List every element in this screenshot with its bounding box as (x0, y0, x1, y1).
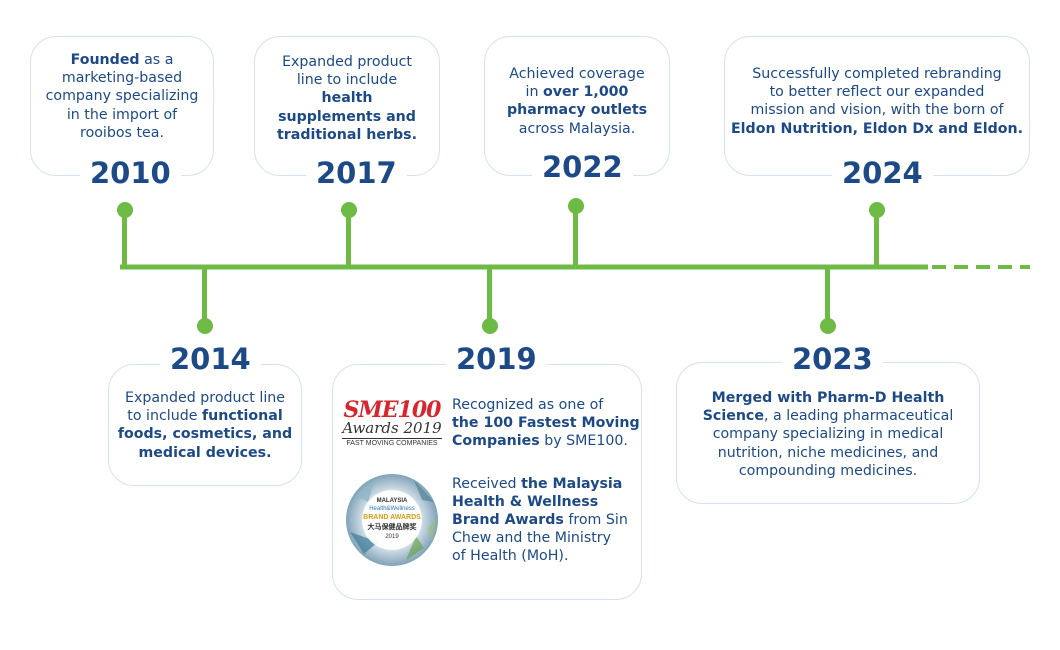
text-segment: the Malaysia (521, 475, 623, 492)
award-badge-icon: MALAYSIA Health&Wellness BRAND AWARDS 大马… (346, 474, 438, 566)
text-segment: mission and vision, with the born of (750, 102, 1004, 119)
text-segment: Received (452, 475, 522, 492)
text-segment: in (525, 84, 543, 101)
text-segment: as a (139, 52, 174, 68)
connector-2024 (874, 210, 879, 267)
text-segment: Science (702, 408, 764, 425)
award-row-sme100: SME100 Awards 2019 FAST MOVING COMPANIES… (342, 396, 640, 451)
text-segment: Achieved coverage (509, 66, 645, 82)
connector-2023 (825, 267, 830, 325)
text-segment: medical devices. (138, 444, 272, 461)
award-row-health-wellness: MALAYSIA Health&Wellness BRAND AWARDS 大马… (342, 472, 628, 568)
sme100-logo-subtitle: Awards 2019 (342, 419, 442, 438)
connector-2017 (346, 210, 351, 267)
text-segment: from Sin (563, 511, 628, 528)
text-segment: Expanded product (282, 54, 412, 70)
connector-2019 (487, 267, 492, 325)
text-segment: traditional herbs. (277, 126, 417, 143)
text-segment: Successfully completed rebranding (752, 66, 1002, 82)
award-logo-line3: BRAND AWARDS (363, 514, 421, 521)
timeline-dot-2010 (117, 202, 133, 218)
text-segment: health (321, 90, 373, 107)
timeline-dot-2023 (820, 318, 836, 334)
text-segment: by SME100. (539, 433, 628, 450)
text-segment: Founded (70, 52, 140, 68)
text-segment: over 1,000 (543, 84, 629, 101)
text-segment: company specializing in medical (712, 426, 944, 443)
milestone-card-2024: Successfully completed rebranding to bett… (724, 36, 1030, 176)
text-segment: Merged with Pharm-D Health (711, 390, 945, 406)
text-segment: Expanded product line (125, 390, 285, 406)
year-label-2022: 2022 (532, 151, 633, 184)
year-label-2010: 2010 (80, 157, 181, 190)
year-label-2023: 2023 (782, 343, 883, 376)
text-segment: line to include (296, 72, 398, 89)
text-segment: marketing-based (61, 70, 183, 87)
year-label-2017: 2017 (306, 157, 407, 190)
text-segment: across Malaysia. (518, 120, 636, 137)
award-logo-line4: 大马保健品牌奖 (368, 522, 418, 531)
timeline-dot-2022 (568, 198, 584, 214)
text-segment: pharmacy outlets (506, 102, 648, 119)
text-segment: compounding medicines. (738, 462, 918, 479)
text-segment: Chew and the Ministry (452, 530, 612, 547)
text-segment: to include (127, 408, 202, 425)
text-segment: of Health (MoH). (452, 548, 569, 565)
text-segment: Companies (452, 433, 540, 450)
timeline-dot-2019 (482, 318, 498, 334)
text-segment: to better reflect our expanded (769, 84, 985, 101)
milestone-text-2014: Expanded product line to include function… (109, 389, 301, 462)
text-segment: the 100 Fastest Moving (452, 415, 640, 432)
connector-2010 (122, 210, 127, 267)
text-segment: rooibos tea. (80, 124, 164, 141)
connector-2022 (573, 206, 578, 267)
award-logo-line1: MALAYSIA (377, 498, 408, 504)
text-segment: , a leading pharmaceutical (763, 408, 954, 425)
award-text-sme100: Recognized as one of the 100 Fastest Movi… (452, 396, 640, 451)
milestone-card-2014: Expanded product line to include function… (108, 364, 302, 486)
text-segment: Brand Awards (452, 511, 564, 528)
award-logo-line2: Health&Wellness (369, 506, 415, 512)
text-segment: supplements and (278, 108, 416, 125)
timeline-dot-2014 (197, 318, 213, 334)
year-label-2014: 2014 (160, 343, 261, 376)
sme100-logo-title: SME100 (343, 397, 442, 424)
text-segment: functional (201, 408, 283, 425)
sme100-logo-caption: FAST MOVING COMPANIES (342, 438, 442, 447)
timeline-dot-2024 (869, 202, 885, 218)
health-wellness-award-logo: MALAYSIA Health&Wellness BRAND AWARDS 大马… (342, 472, 442, 568)
year-label-2024: 2024 (832, 157, 933, 190)
text-segment: Eldon Nutrition, Eldon Dx and Eldon. (730, 120, 1023, 137)
year-label-2019: 2019 (446, 343, 547, 376)
text-segment: foods, cosmetics, and (117, 426, 293, 443)
text-segment: Health & Wellness (452, 493, 599, 510)
text-segment: company specializing (45, 88, 199, 105)
sme100-award-logo: SME100 Awards 2019 FAST MOVING COMPANIES (342, 399, 442, 447)
text-segment: in the import of (66, 106, 178, 123)
timeline-dot-2017 (341, 202, 357, 218)
milestone-text-2024: Successfully completed rebranding to bett… (725, 65, 1029, 138)
text-segment: Recognized as one of (452, 397, 604, 413)
award-logo-line5: 2019 (385, 534, 399, 540)
text-segment: nutrition, niche medicines, and (717, 444, 939, 461)
connector-2014 (202, 267, 207, 325)
